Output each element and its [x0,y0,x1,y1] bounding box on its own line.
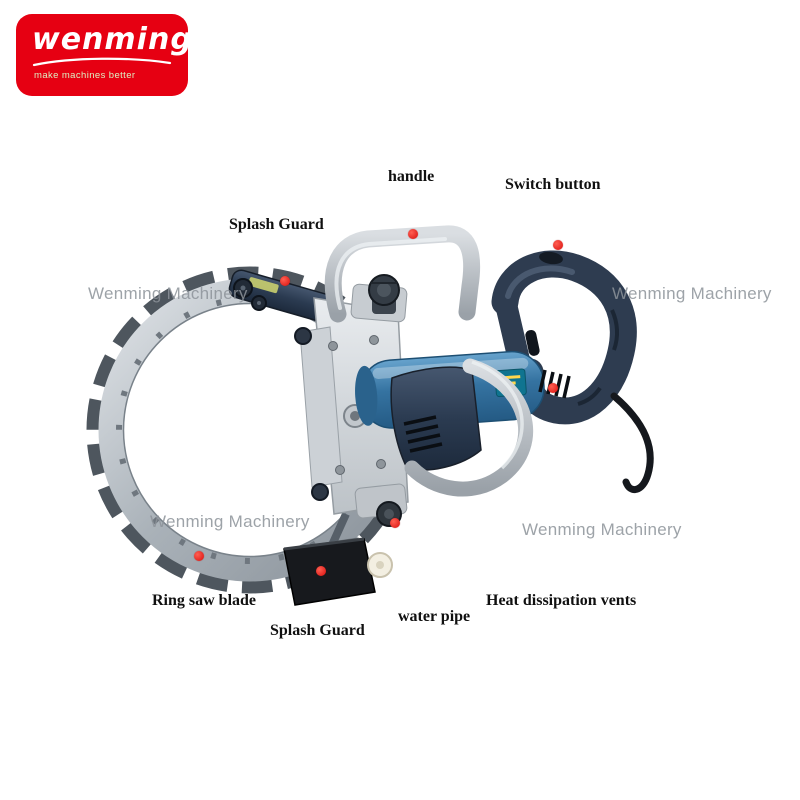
label-water-pipe: water pipe [398,608,471,625]
water-swivel-top [368,274,400,314]
logo-swoosh-icon [32,57,172,67]
guide-roller-icon [294,327,312,345]
gear-cover [390,366,482,471]
label-heat-vents: Heat dissipation vents [486,592,637,609]
label-switch-button: Switch button [505,176,601,193]
marker-splash-guard-bottom [316,566,326,576]
rear-handle [491,250,654,493]
watermark-text: Wenming Machinery [612,284,772,303]
marker-switch-button [553,240,563,250]
guide-roller-icon [311,483,329,501]
label-splash-guard-bottom: Splash Guard [270,622,365,639]
marker-water-pipe [390,518,400,528]
brand-logo: wenming make machines better [16,14,193,96]
guard-sticker [248,277,279,294]
watermark-text: Wenming Machinery [88,284,248,303]
marker-heat-vents [548,383,558,393]
watermark-text: Wenming Machinery [150,512,310,531]
gear-cover-vents [403,415,443,453]
carry-handle [324,225,481,323]
watermark-text: Wenming Machinery [522,520,682,539]
splash-guard-bottom [283,512,393,606]
brand-name: wenming [32,22,193,57]
front-grip-handle [404,358,534,497]
label-handle: handle [388,168,435,185]
label-ring-saw-blade: Ring saw blade [152,592,257,609]
label-splash-guard-top: Splash Guard [229,216,324,233]
switch-button-part [539,251,563,265]
brand-tagline: make machines better [34,70,136,81]
trigger [525,329,540,356]
marker-ring-saw-blade [194,551,204,561]
marker-handle [408,229,418,239]
power-cord [610,392,654,493]
marker-splash-guard-top [280,276,290,286]
